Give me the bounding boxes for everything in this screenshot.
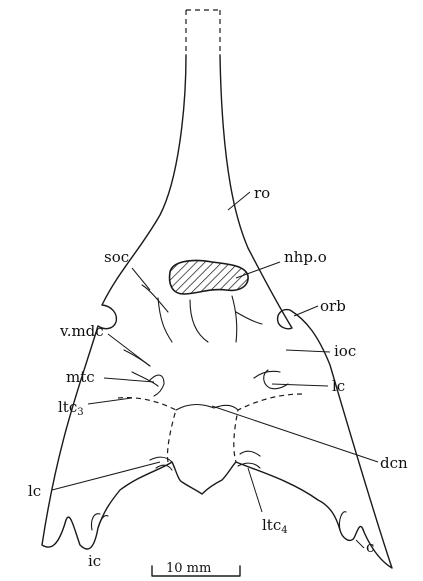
label-ltc4: ltc4: [262, 516, 288, 536]
leader-soc: [132, 268, 150, 290]
middle-transverse-canal-right: [254, 371, 280, 378]
label-lc-right: lc: [332, 377, 345, 395]
lateral-canal-left-branch: [150, 457, 172, 462]
leader-c: [356, 540, 364, 548]
right-lobe-inner: [339, 512, 346, 530]
label-ltc4-base: ltc: [262, 516, 281, 534]
label-soc: soc: [104, 248, 129, 266]
label-ro: ro: [254, 184, 270, 202]
label-orb: orb: [320, 297, 346, 315]
label-ic: ic: [88, 552, 101, 570]
label-ltc3: ltc3: [58, 398, 84, 418]
label-ltc3-base: ltc: [58, 398, 77, 416]
label-dcn: dcn: [380, 454, 408, 472]
leader-dcn: [212, 406, 378, 462]
label-lc-left: lc: [28, 482, 41, 500]
nasohypophysial-opening: [170, 260, 249, 294]
supraorbital-canal-right: [232, 296, 237, 342]
label-ioc: ioc: [334, 342, 356, 360]
label-ltc3-sub: 3: [77, 407, 83, 418]
label-v-mdc: v.mdc: [59, 322, 104, 340]
middle-transverse-canal-left: [132, 372, 158, 386]
label-c: c: [366, 538, 374, 556]
lateral-canal-right-branch: [240, 451, 260, 456]
scale-bar-label: 10 mm: [166, 561, 211, 576]
leader-ltc3: [88, 398, 132, 404]
leader-ltc4: [248, 468, 262, 512]
leader-lc-right: [272, 384, 328, 386]
label-mtc: mtc: [66, 368, 95, 386]
rostrum-dashed-tip: [186, 10, 220, 55]
label-ltc4-sub: 4: [281, 525, 287, 536]
dorsal-commissure-dashed-left: [118, 398, 176, 462]
leader-ro: [228, 192, 250, 210]
middle-transverse-canal-right-hook: [264, 370, 288, 389]
leader-orb: [294, 306, 318, 316]
median-dorsal-canal: [190, 300, 208, 342]
label-nhp-o: nhp.o: [284, 248, 327, 266]
leader-v-mdc: [108, 334, 150, 366]
supraorbital-canal-left-branch: [158, 298, 172, 342]
supraorbital-canal-right-branch: [236, 312, 262, 324]
left-lobe-inner: [98, 516, 108, 528]
supraorbital-canal-left: [142, 285, 168, 312]
dorsal-commissure-line: [176, 405, 238, 411]
